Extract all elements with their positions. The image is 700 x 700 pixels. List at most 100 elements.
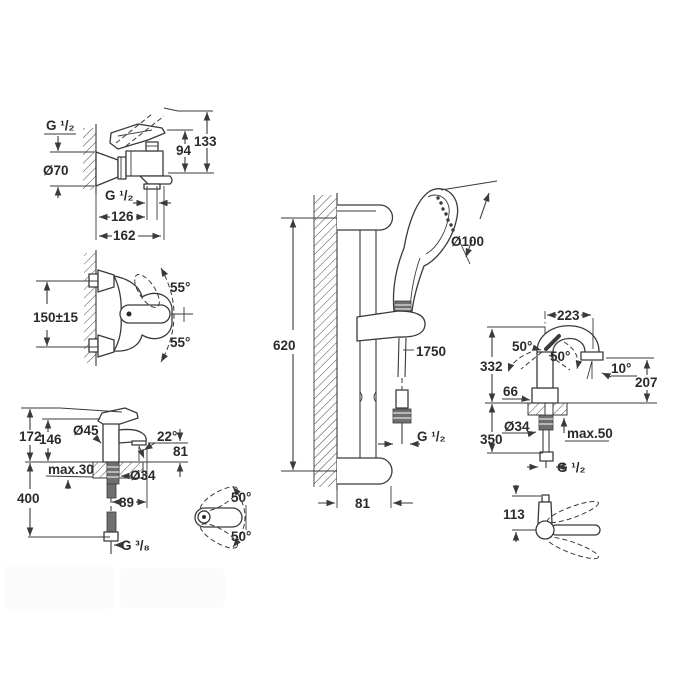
dim-swing-down: 50° [231,529,251,544]
dim-total-height: 133 [194,134,217,149]
dim-max-deck: max.50 [567,426,613,441]
dim-base-width: 66 [503,384,519,399]
dim-wall-thread: G ¹/₂ [46,118,75,133]
spout-tip [541,494,550,503]
dim-hole-diameter: Ø34 [504,419,530,434]
dim-swing-up: 50° [231,490,251,505]
hand-shower [392,188,459,312]
dim-swing-down: 55° [170,335,190,350]
supply-hose-upper [106,483,117,499]
swing-arc-left [507,351,532,373]
rail-tube [360,230,376,458]
wall-union-top [88,273,99,288]
bracket-bottom [337,457,393,485]
wall-union-bottom [88,338,99,353]
spout-top-view [537,501,553,524]
hose-coupler [395,389,409,409]
basin-mixer-side-view: 172 146 Ø45 22° 81 max.30 Ø34 400 89 G ³… [17,407,189,554]
swing-arc [160,267,175,363]
basin-lever-top-view: 50° 50° [194,486,251,549]
lever-pivot-dot [126,311,132,317]
dim-outlet-thread: G ¹/₂ [105,188,134,203]
dim-hole-diameter: Ø34 [130,468,156,483]
bath-mixer-side-view: G ¹/₂ Ø70 94 133 G ¹/₂ 126 162 [43,107,217,243]
dim-outlet-reach: 89 [119,495,134,510]
dim-supply-thread: G ¹/₂ [557,460,586,475]
mixer-body [125,150,164,177]
dim-lever-length: 113 [503,507,525,522]
spray-nozzles [436,196,455,232]
supply-hose-lower [106,511,117,533]
base [531,387,559,404]
deck-hatch-left [527,402,546,416]
dim-hose-length: 350 [480,432,503,447]
swing-arc-right [563,341,583,370]
dim-outlet-height: 81 [173,444,189,459]
bracket-top [337,204,394,231]
dim-total-height: 172 [19,429,42,444]
escutcheon [95,151,119,187]
lever-hub [535,520,555,540]
dim-swing-left: 50° [512,339,532,354]
lever-down-dashed [547,536,599,560]
mixer-body [102,422,120,463]
dim-wall-to-front: 162 [113,228,136,243]
kitchen-mixer-side-view: 223 50° 50° 332 10° 207 66 Ø34 max.50 35… [480,308,658,475]
lever-raised-dashed [134,273,160,309]
dim-base-diameter: Ø45 [73,423,99,438]
bath-mixer-front-view: 150±15 55° 55° [33,250,193,366]
dim-body-height: 146 [39,432,62,447]
dim-swing-up: 55° [170,280,190,295]
hose-connector [103,531,119,542]
swing-arc [232,486,246,548]
dim-wall-to-outlet: 126 [111,209,134,224]
lever-end-view [119,304,171,324]
dim-bracket-depth: 81 [355,496,371,511]
diverter-knob [145,141,159,152]
threaded-shank [106,461,120,485]
glider-holder [356,310,426,342]
lever [97,407,139,425]
dim-hose-length: 400 [17,491,40,506]
kitchen-lever-top-view: 113 [503,485,601,560]
spout [139,175,173,185]
dim-escutcheon-diameter: Ø70 [43,163,69,178]
dim-spray-angle: 10° [611,361,631,376]
lever-left-dashed [520,351,543,370]
body [536,351,554,389]
dim-spout-height: 332 [480,359,503,374]
lever [550,524,601,536]
dim-mounting-centers: 150±15 [33,310,78,325]
wall-hatch [83,128,96,190]
dim-spray-angle: 22° [157,429,177,444]
dim-spout-height: 94 [176,143,192,158]
dim-spout-reach: 223 [557,308,580,323]
aerator [580,351,604,361]
deck-hatch-left [92,461,108,479]
deck-hatch-right [552,402,568,416]
dim-swing-right: 50° [550,349,570,364]
escutcheon-bottom [97,334,115,358]
union-nut [117,156,127,180]
spout-inner [552,337,586,353]
dim-head-diameter: Ø100 [451,234,484,249]
dim-rail-height: 620 [273,338,296,353]
watermark [4,565,225,609]
lever-right-dashed [548,354,571,371]
dim-hose-length: 1750 [416,344,446,359]
wall-hatch [314,195,337,487]
outlet [143,183,161,190]
hose-nut [392,408,412,424]
dim-max-deck: max.30 [48,462,94,477]
shower-rail-set: Ø100 620 1750 G ¹/₂ 81 [273,180,498,511]
threaded-shank [538,414,554,431]
lever [544,334,561,351]
escutcheon-top [97,269,115,293]
aerator [131,440,147,446]
dim-outlet-clearance: 207 [635,375,658,390]
dim-supply-thread: G ³/₈ [121,538,150,553]
lever-up-dashed [547,500,599,524]
spout [118,428,147,444]
